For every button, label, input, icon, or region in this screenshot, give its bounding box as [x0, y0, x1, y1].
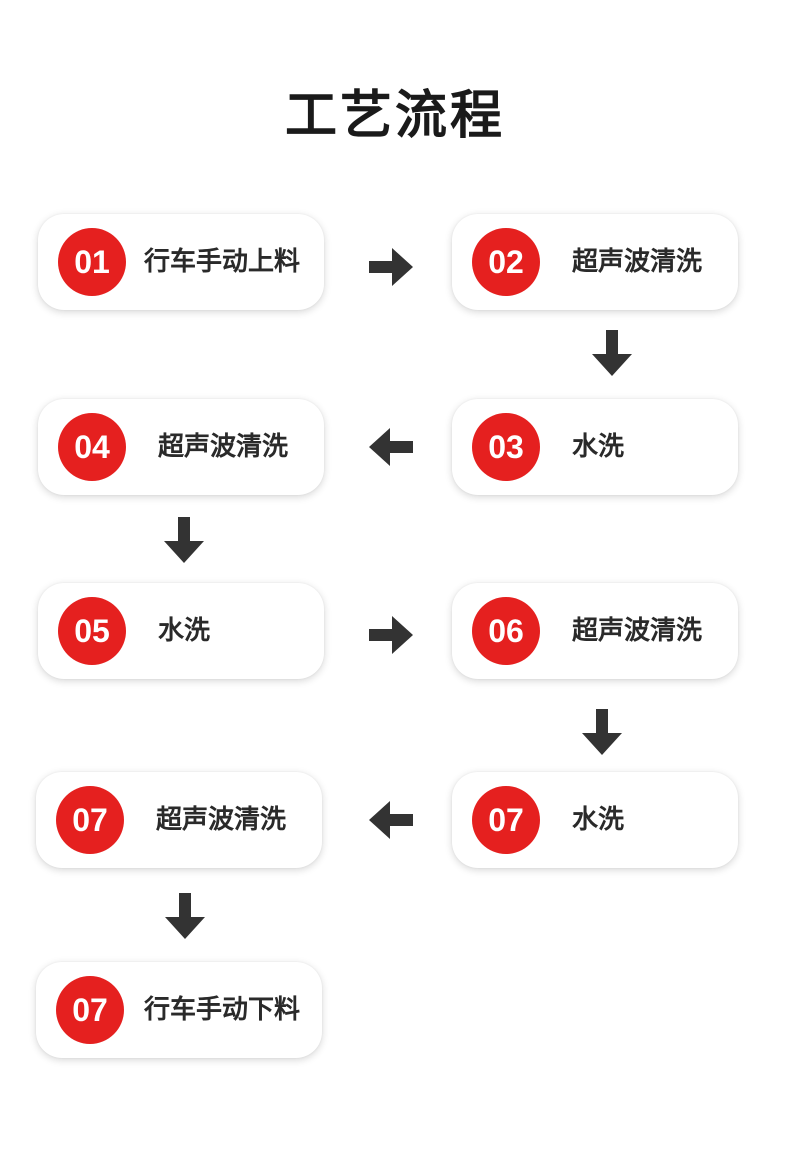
arrow-down-icon	[165, 893, 205, 939]
step-label: 超声波清洗	[572, 616, 703, 646]
step-label: 超声波清洗	[572, 247, 703, 277]
step-label: 超声波清洗	[156, 805, 287, 835]
page-title: 工艺流程	[284, 86, 505, 146]
step-label: 水洗	[572, 432, 625, 462]
step-card-1: 01 行车手动上料	[38, 214, 324, 310]
step-number-badge: 07	[56, 976, 124, 1044]
arrow-left-icon	[369, 428, 413, 466]
arrow-left-icon	[369, 801, 413, 839]
arrow-right-icon	[369, 248, 413, 286]
arrow-down-icon	[164, 517, 204, 563]
step-number-badge: 04	[58, 413, 126, 481]
step-number-badge: 07	[56, 786, 124, 854]
step-label: 超声波清洗	[158, 432, 289, 462]
arrow-down-icon	[592, 330, 632, 376]
step-number-badge: 01	[58, 228, 126, 296]
step-card-8: 07 超声波清洗	[36, 772, 322, 868]
step-label: 行车手动下料	[144, 995, 301, 1025]
step-card-2: 02 超声波清洗	[452, 214, 738, 310]
step-card-3: 03 水洗	[452, 399, 738, 495]
step-card-6: 06 超声波清洗	[452, 583, 738, 679]
step-label: 水洗	[158, 616, 211, 646]
step-card-4: 04 超声波清洗	[38, 399, 324, 495]
step-label: 水洗	[572, 805, 625, 835]
step-card-7: 07 水洗	[452, 772, 738, 868]
step-number-badge: 03	[472, 413, 540, 481]
step-number-badge: 02	[472, 228, 540, 296]
step-number-badge: 06	[472, 597, 540, 665]
step-card-5: 05 水洗	[38, 583, 324, 679]
step-number-badge: 05	[58, 597, 126, 665]
step-number-badge: 07	[472, 786, 540, 854]
step-label: 行车手动上料	[144, 247, 301, 277]
arrow-right-icon	[369, 616, 413, 654]
step-card-9: 07 行车手动下料	[36, 962, 322, 1058]
arrow-down-icon	[582, 709, 622, 755]
